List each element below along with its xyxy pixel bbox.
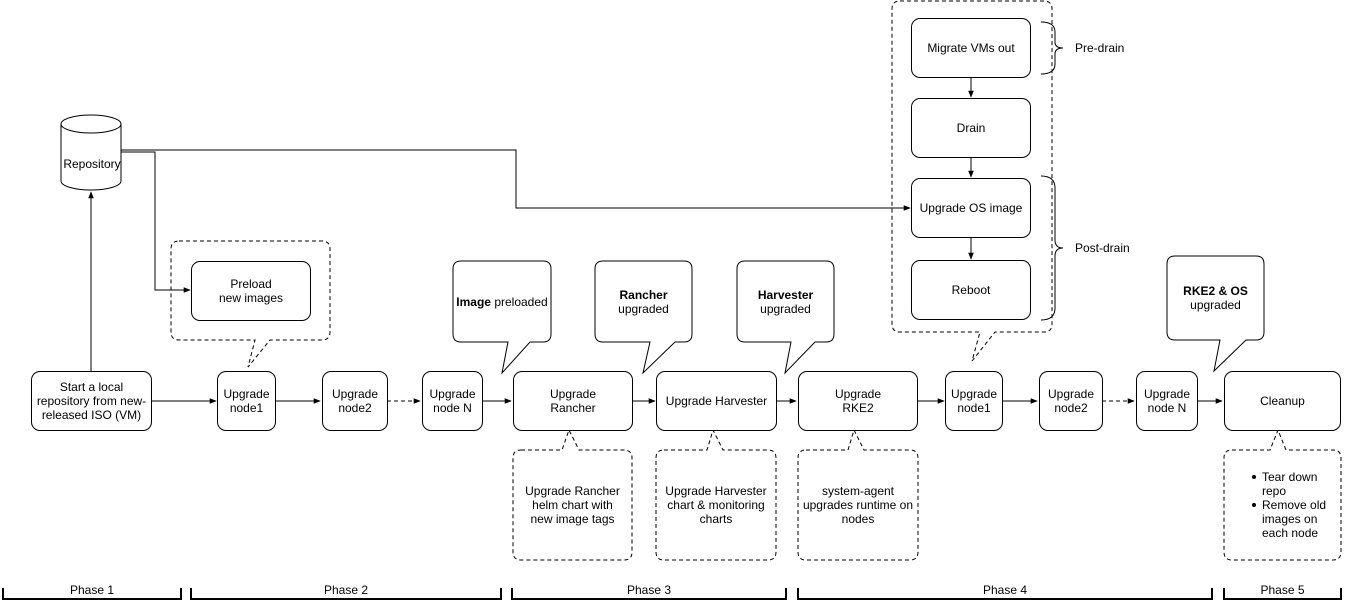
upgrade-node1-phase4[interactable]: Upgrade node1 [945,371,1003,431]
cleanup-item-remove-images: Remove old images on each node [1232,498,1332,540]
callout-rancher-rest: upgraded [618,301,669,316]
upgrade-node2-phase4[interactable]: Upgrade node2 [1039,371,1103,431]
connectors [88,78,1223,404]
repository-label: Repository [63,157,121,171]
note-rke2-text: system-agent upgrades runtime on nodes [802,484,914,526]
callout-rancher-bold: Rancher [619,287,668,302]
note-rancher-shape [512,428,633,561]
cleanup-step[interactable]: Cleanup [1224,371,1341,431]
callout-image-shape [452,260,552,375]
note-cleanup-shape [1223,428,1342,561]
callout-harvester-bold: Harvester [757,287,814,302]
preload-container [170,240,331,368]
phase-4-label: Phase 4 [982,583,1028,597]
post-drain-label: Post-drain [1075,241,1130,255]
note-rancher-text: Upgrade Rancher helm chart with new imag… [525,484,620,526]
reboot-step[interactable]: Reboot [911,260,1031,320]
callout-harvester-rest: upgraded [760,301,811,316]
pre-drain-bracket [1040,21,1064,75]
preload-images-step[interactable]: Preload new images [191,261,311,321]
upgrade-rancher-step[interactable]: Upgrade Rancher [513,371,633,431]
callout-image-rest: preloaded [490,294,548,309]
phase-2-label: Phase 2 [323,583,369,597]
note-harvester-text: Upgrade Harvester chart & monitoring cha… [665,484,767,526]
pre-drain-label: Pre-drain [1075,41,1125,55]
upgrade-rke2-step[interactable]: Upgrade RKE2 [798,371,918,431]
callout-rke2os-bold: RKE2 & OS [1183,284,1248,298]
phase-3-label: Phase 3 [626,583,672,597]
upgrade-harvester-step[interactable]: Upgrade Harvester [656,371,777,431]
repository-cylinder [60,114,122,191]
phase-brackets [2,588,1342,600]
cleanup-list: Tear down repo Remove old images on each… [1232,470,1332,540]
callout-rke2os-shape [1166,255,1265,373]
note-rke2-shape [797,428,919,561]
callout-image-bold: Image [456,294,491,309]
upgrade-nodeN-phase4[interactable]: Upgrade node N [1136,371,1198,431]
node-upgrade-container [891,0,1053,362]
phase-5-label: Phase 5 [1260,583,1305,597]
start-repo-step[interactable]: Start a local repository from new- relea… [31,371,152,431]
upgrade-node1-phase2[interactable]: Upgrade node1 [217,371,276,431]
note-harvester-shape [655,428,777,561]
callout-harvester-shape [736,260,835,375]
phase-1-label: Phase 1 [69,583,115,597]
cleanup-item-teardown: Tear down repo [1232,470,1332,498]
callout-rke2os-rest: upgraded [1190,298,1241,312]
post-drain-bracket [1040,175,1064,321]
upgrade-node2-phase2[interactable]: Upgrade node2 [322,371,388,431]
callout-rancher-shape [594,260,693,375]
callout-image-preloaded: Image preloaded [453,261,551,342]
upgrade-os-image-step[interactable]: Upgrade OS image [911,178,1031,238]
upgrade-nodeN-phase2[interactable]: Upgrade node N [422,371,483,431]
drain-step[interactable]: Drain [911,98,1031,158]
migrate-vms-step[interactable]: Migrate VMs out [911,18,1031,78]
